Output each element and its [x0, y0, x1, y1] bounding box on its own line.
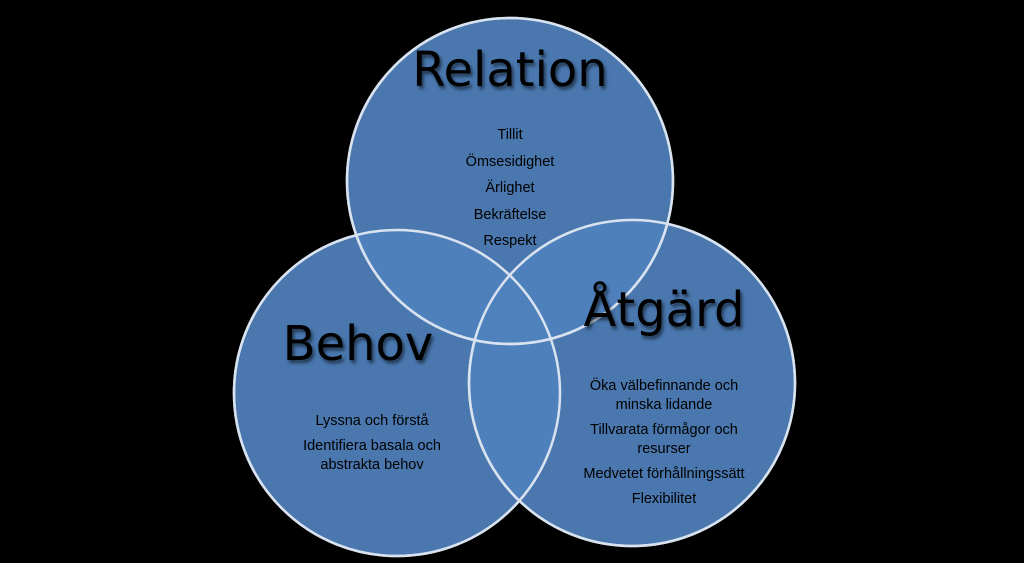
- relation-title: Relation: [412, 42, 608, 98]
- behov-title: Behov: [282, 316, 434, 372]
- relation-item: Ärlighet: [485, 180, 535, 196]
- circle-behov-outline: [232, 228, 562, 558]
- atgard-item: Medvetet förhållningssätt: [583, 466, 745, 482]
- relation-item: Respekt: [483, 233, 537, 249]
- behov-items-list: Lyssna och förstå Identifiera basala och…: [272, 412, 472, 481]
- behov-item: Lyssna och förstå: [315, 413, 429, 429]
- atgard-title: Åtgärd: [583, 282, 745, 338]
- relation-item: Ömsesidighet: [465, 153, 555, 170]
- circle-relation-outline: [345, 16, 675, 346]
- relation-items-list: Tillit Ömsesidighet Ärlighet Bekräftelse…: [410, 122, 610, 255]
- circle-atgard-outline: [467, 218, 797, 548]
- relation-item: Tillit: [497, 127, 523, 143]
- atgard-item: Flexibilitet: [631, 491, 697, 507]
- relation-item: Bekräftelse: [473, 206, 547, 223]
